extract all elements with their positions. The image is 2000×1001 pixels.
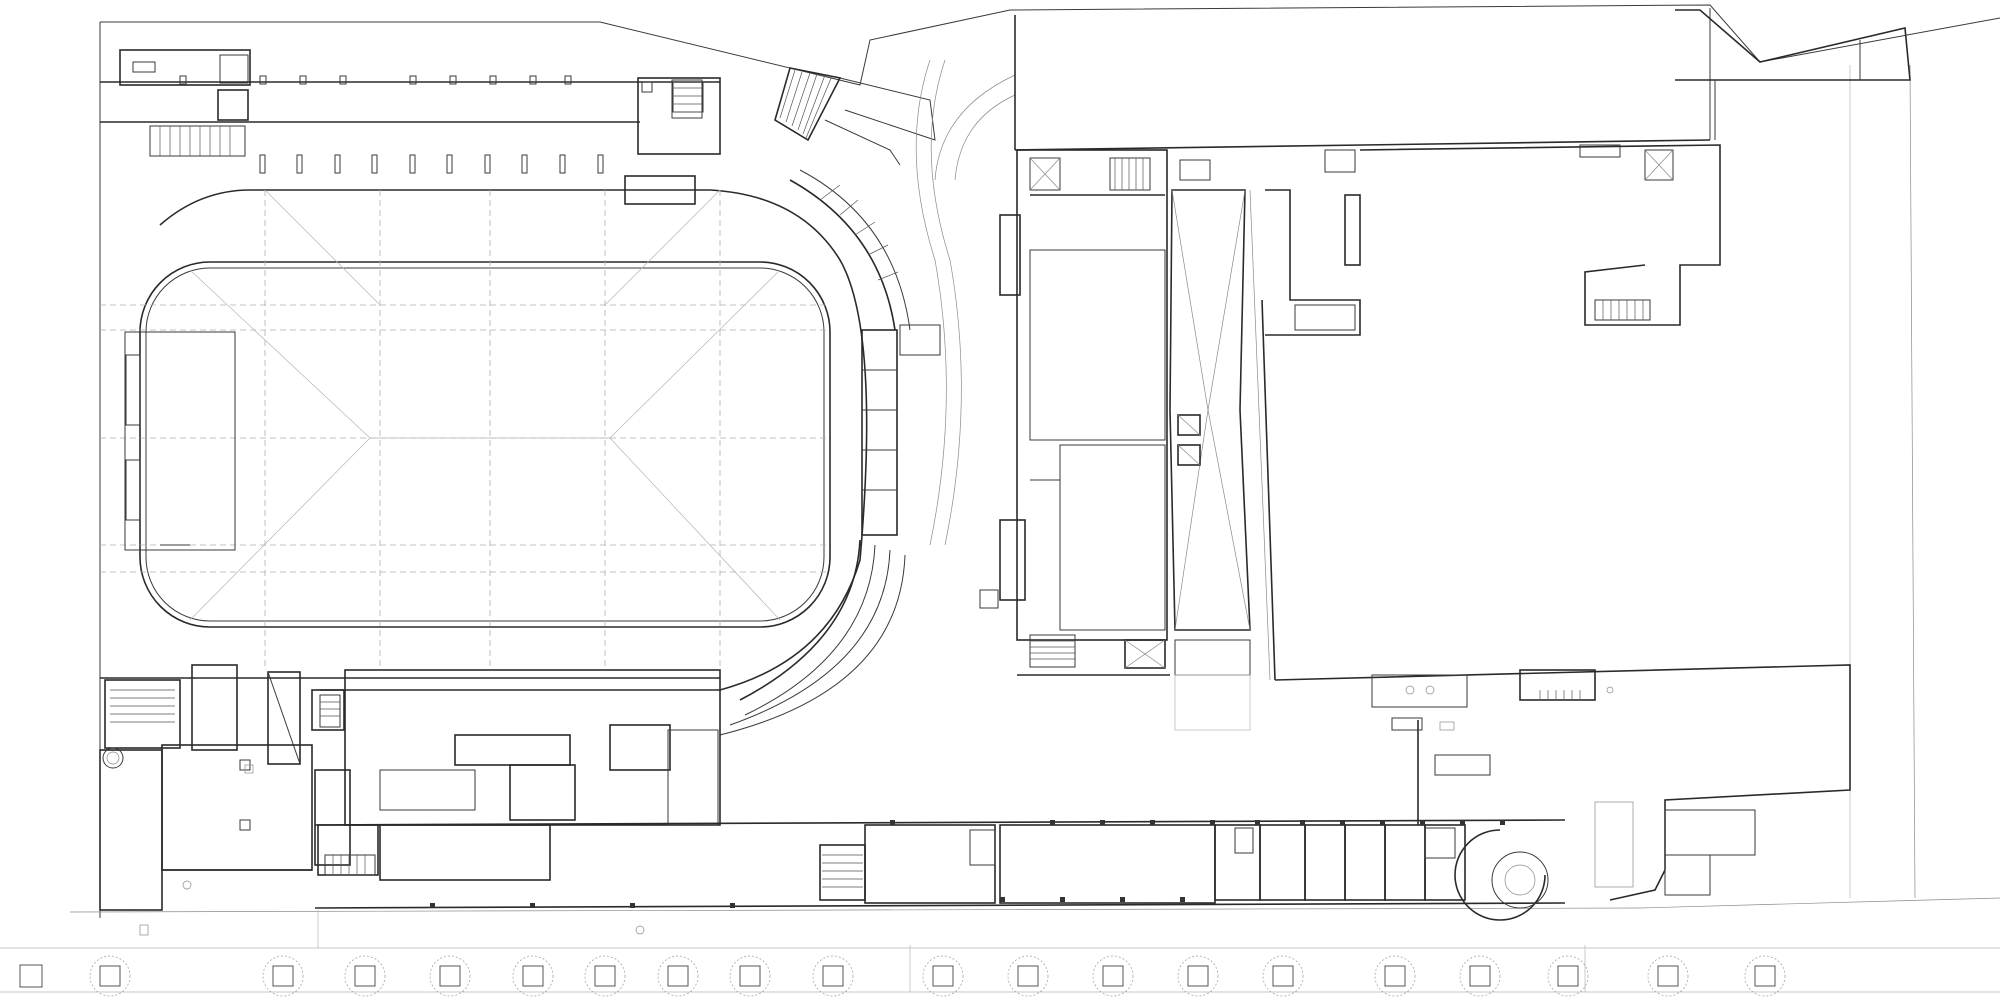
diagonal-ramp — [774, 67, 936, 166]
east-building — [1265, 144, 1851, 901]
sw-stair-a — [110, 689, 175, 723]
south-corridor — [314, 819, 1566, 921]
fixtures — [139, 685, 1614, 936]
north-stair — [149, 125, 246, 157]
north-column-row — [259, 154, 604, 174]
central-south-stair — [1029, 634, 1076, 668]
south-stair — [822, 854, 863, 888]
east-stair — [1594, 299, 1651, 321]
street-trees — [19, 910, 1786, 997]
east-south-stair — [1539, 690, 1581, 700]
sw-stair-c — [324, 854, 376, 876]
central-atrium — [1169, 189, 1276, 731]
top-right-building — [1675, 9, 1911, 140]
site-boundary — [0, 4, 2000, 993]
south-west-block — [99, 664, 721, 911]
arena — [100, 189, 868, 691]
sw-stair-b — [319, 694, 341, 728]
south-corridor-columns — [430, 820, 1505, 908]
east-seating — [719, 169, 911, 736]
north-east-stair — [671, 79, 703, 119]
central-north-stair — [1109, 157, 1151, 191]
central-building — [979, 8, 1711, 676]
north-wing — [100, 49, 721, 205]
north-wall-piers — [179, 75, 572, 85]
arena-east-corridor — [861, 59, 1016, 546]
